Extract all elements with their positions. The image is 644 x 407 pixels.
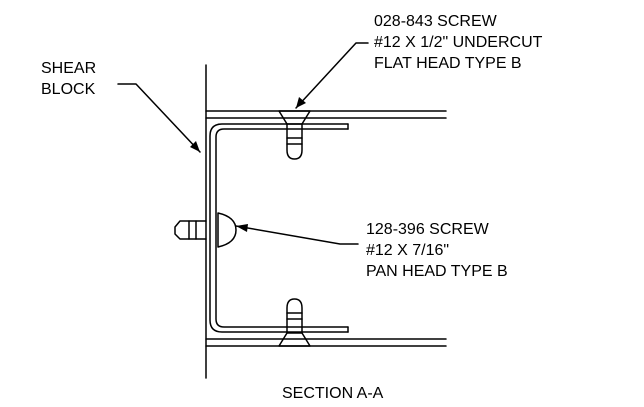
top-flat-head-screw xyxy=(278,110,311,160)
top-screw-callout-line-3: FLAT HEAD TYPE B xyxy=(374,55,522,72)
bottom-flat-head-screw xyxy=(278,298,311,347)
top-screw-callout-line-1: 028-843 SCREW xyxy=(374,13,497,30)
top-screw-callout-line-2: #12 X 1/2" UNDERCUT xyxy=(374,34,543,51)
shear-block-channel xyxy=(209,123,349,333)
section-title: SECTION A-A xyxy=(282,385,384,402)
shear-block-label: SHEAR BLOCK xyxy=(41,58,96,100)
top-screw-callout: 028-843 SCREW #12 X 1/2" UNDERCUT FLAT H… xyxy=(374,11,542,74)
pan-screw-callout-line-3: PAN HEAD TYPE B xyxy=(366,263,508,280)
pan-screw-leader xyxy=(235,224,359,245)
pan-screw-callout-line-2: #12 X 7/16" xyxy=(366,242,450,259)
pan-head-screw xyxy=(174,212,237,248)
shear-block-label-line-2: BLOCK xyxy=(41,81,96,98)
shear-block-leader xyxy=(117,83,201,153)
top-plate xyxy=(205,110,447,119)
pan-screw-callout: 128-396 SCREW #12 X 7/16" PAN HEAD TYPE … xyxy=(366,219,508,282)
pan-screw-callout-line-1: 128-396 SCREW xyxy=(366,221,489,238)
shear-block-label-line-1: SHEAR xyxy=(41,60,97,77)
top-screw-leader xyxy=(295,42,369,109)
bottom-plate xyxy=(205,338,447,347)
